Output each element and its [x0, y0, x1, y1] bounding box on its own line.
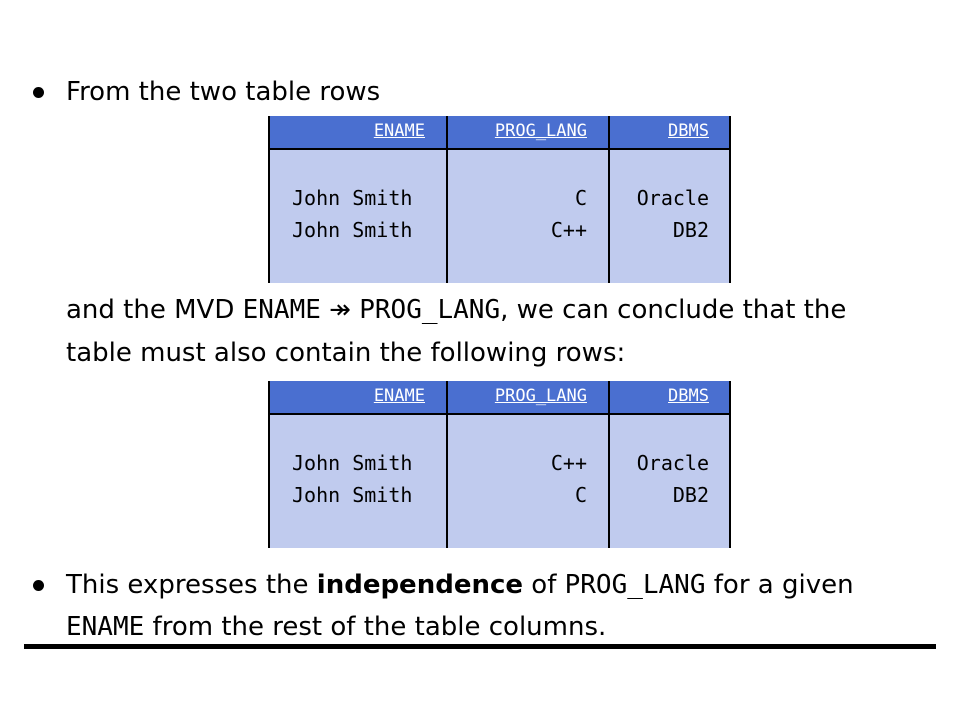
bottom-rule: [24, 644, 936, 649]
ename-code: ENAME: [66, 612, 145, 642]
bullet-point: [33, 87, 44, 98]
mvd-prog-lang-code: PROG_LANG: [359, 295, 501, 325]
cell-prog-lang: C++: [550, 218, 587, 242]
cell-ename: John Smith: [292, 186, 413, 210]
statement-text: of: [523, 570, 565, 600]
header-dbms: DBMS: [668, 121, 709, 141]
table-header: ENAME PROG_LANG DBMS: [270, 381, 729, 415]
mvd-statement-line2: table must also contain the following ro…: [66, 338, 626, 368]
cell-prog-lang: C++: [550, 451, 587, 475]
cell-ename: John Smith: [292, 451, 413, 475]
table-body: John Smith C Oracle John Smith C++ DB2: [270, 150, 729, 283]
table-header: ENAME PROG_LANG DBMS: [270, 116, 729, 150]
mvd-text: and the MVD: [66, 295, 243, 325]
independence-statement-line1: This expresses the independence of PROG_…: [66, 568, 854, 602]
mvd-statement-line1: and the MVD ENAME ↠ PROG_LANG, we can co…: [66, 293, 846, 327]
header-prog-lang: PROG_LANG: [494, 386, 587, 406]
header-ename: ENAME: [373, 121, 425, 141]
table-derived-rows: ENAME PROG_LANG DBMS John Smith C++ Orac…: [268, 381, 731, 548]
independence-statement-line2: ENAME from the rest of the table columns…: [66, 610, 606, 644]
header-ename: ENAME: [373, 386, 425, 406]
cell-dbms: Oracle: [636, 451, 709, 475]
statement-text: This expresses the: [66, 570, 317, 600]
table-body: John Smith C++ Oracle John Smith C DB2: [270, 415, 729, 548]
mvd-ename-code: ENAME: [242, 295, 321, 325]
column-divider: [608, 116, 610, 283]
mvd-arrow: ↠: [320, 295, 360, 325]
statement-text: for a given: [705, 570, 854, 600]
mvd-text-tail: , we can conclude that the: [500, 295, 847, 325]
cell-dbms: DB2: [672, 483, 709, 507]
cell-ename: John Smith: [292, 483, 413, 507]
cell-dbms: Oracle: [636, 186, 709, 210]
column-divider: [446, 116, 448, 283]
prog-lang-code: PROG_LANG: [564, 570, 706, 600]
cell-prog-lang: C: [574, 186, 587, 210]
cell-prog-lang: C: [574, 483, 587, 507]
bullet-point: [33, 580, 44, 591]
cell-dbms: DB2: [672, 218, 709, 242]
column-divider: [446, 381, 448, 548]
column-divider: [608, 381, 610, 548]
independence-term: independence: [316, 570, 524, 600]
table-original-rows: ENAME PROG_LANG DBMS John Smith C Oracle…: [268, 116, 731, 283]
bullet1-intro: From the two table rows: [66, 77, 381, 107]
statement-text: from the rest of the table columns.: [144, 612, 607, 642]
header-dbms: DBMS: [668, 386, 709, 406]
cell-ename: John Smith: [292, 218, 413, 242]
header-prog-lang: PROG_LANG: [494, 121, 587, 141]
